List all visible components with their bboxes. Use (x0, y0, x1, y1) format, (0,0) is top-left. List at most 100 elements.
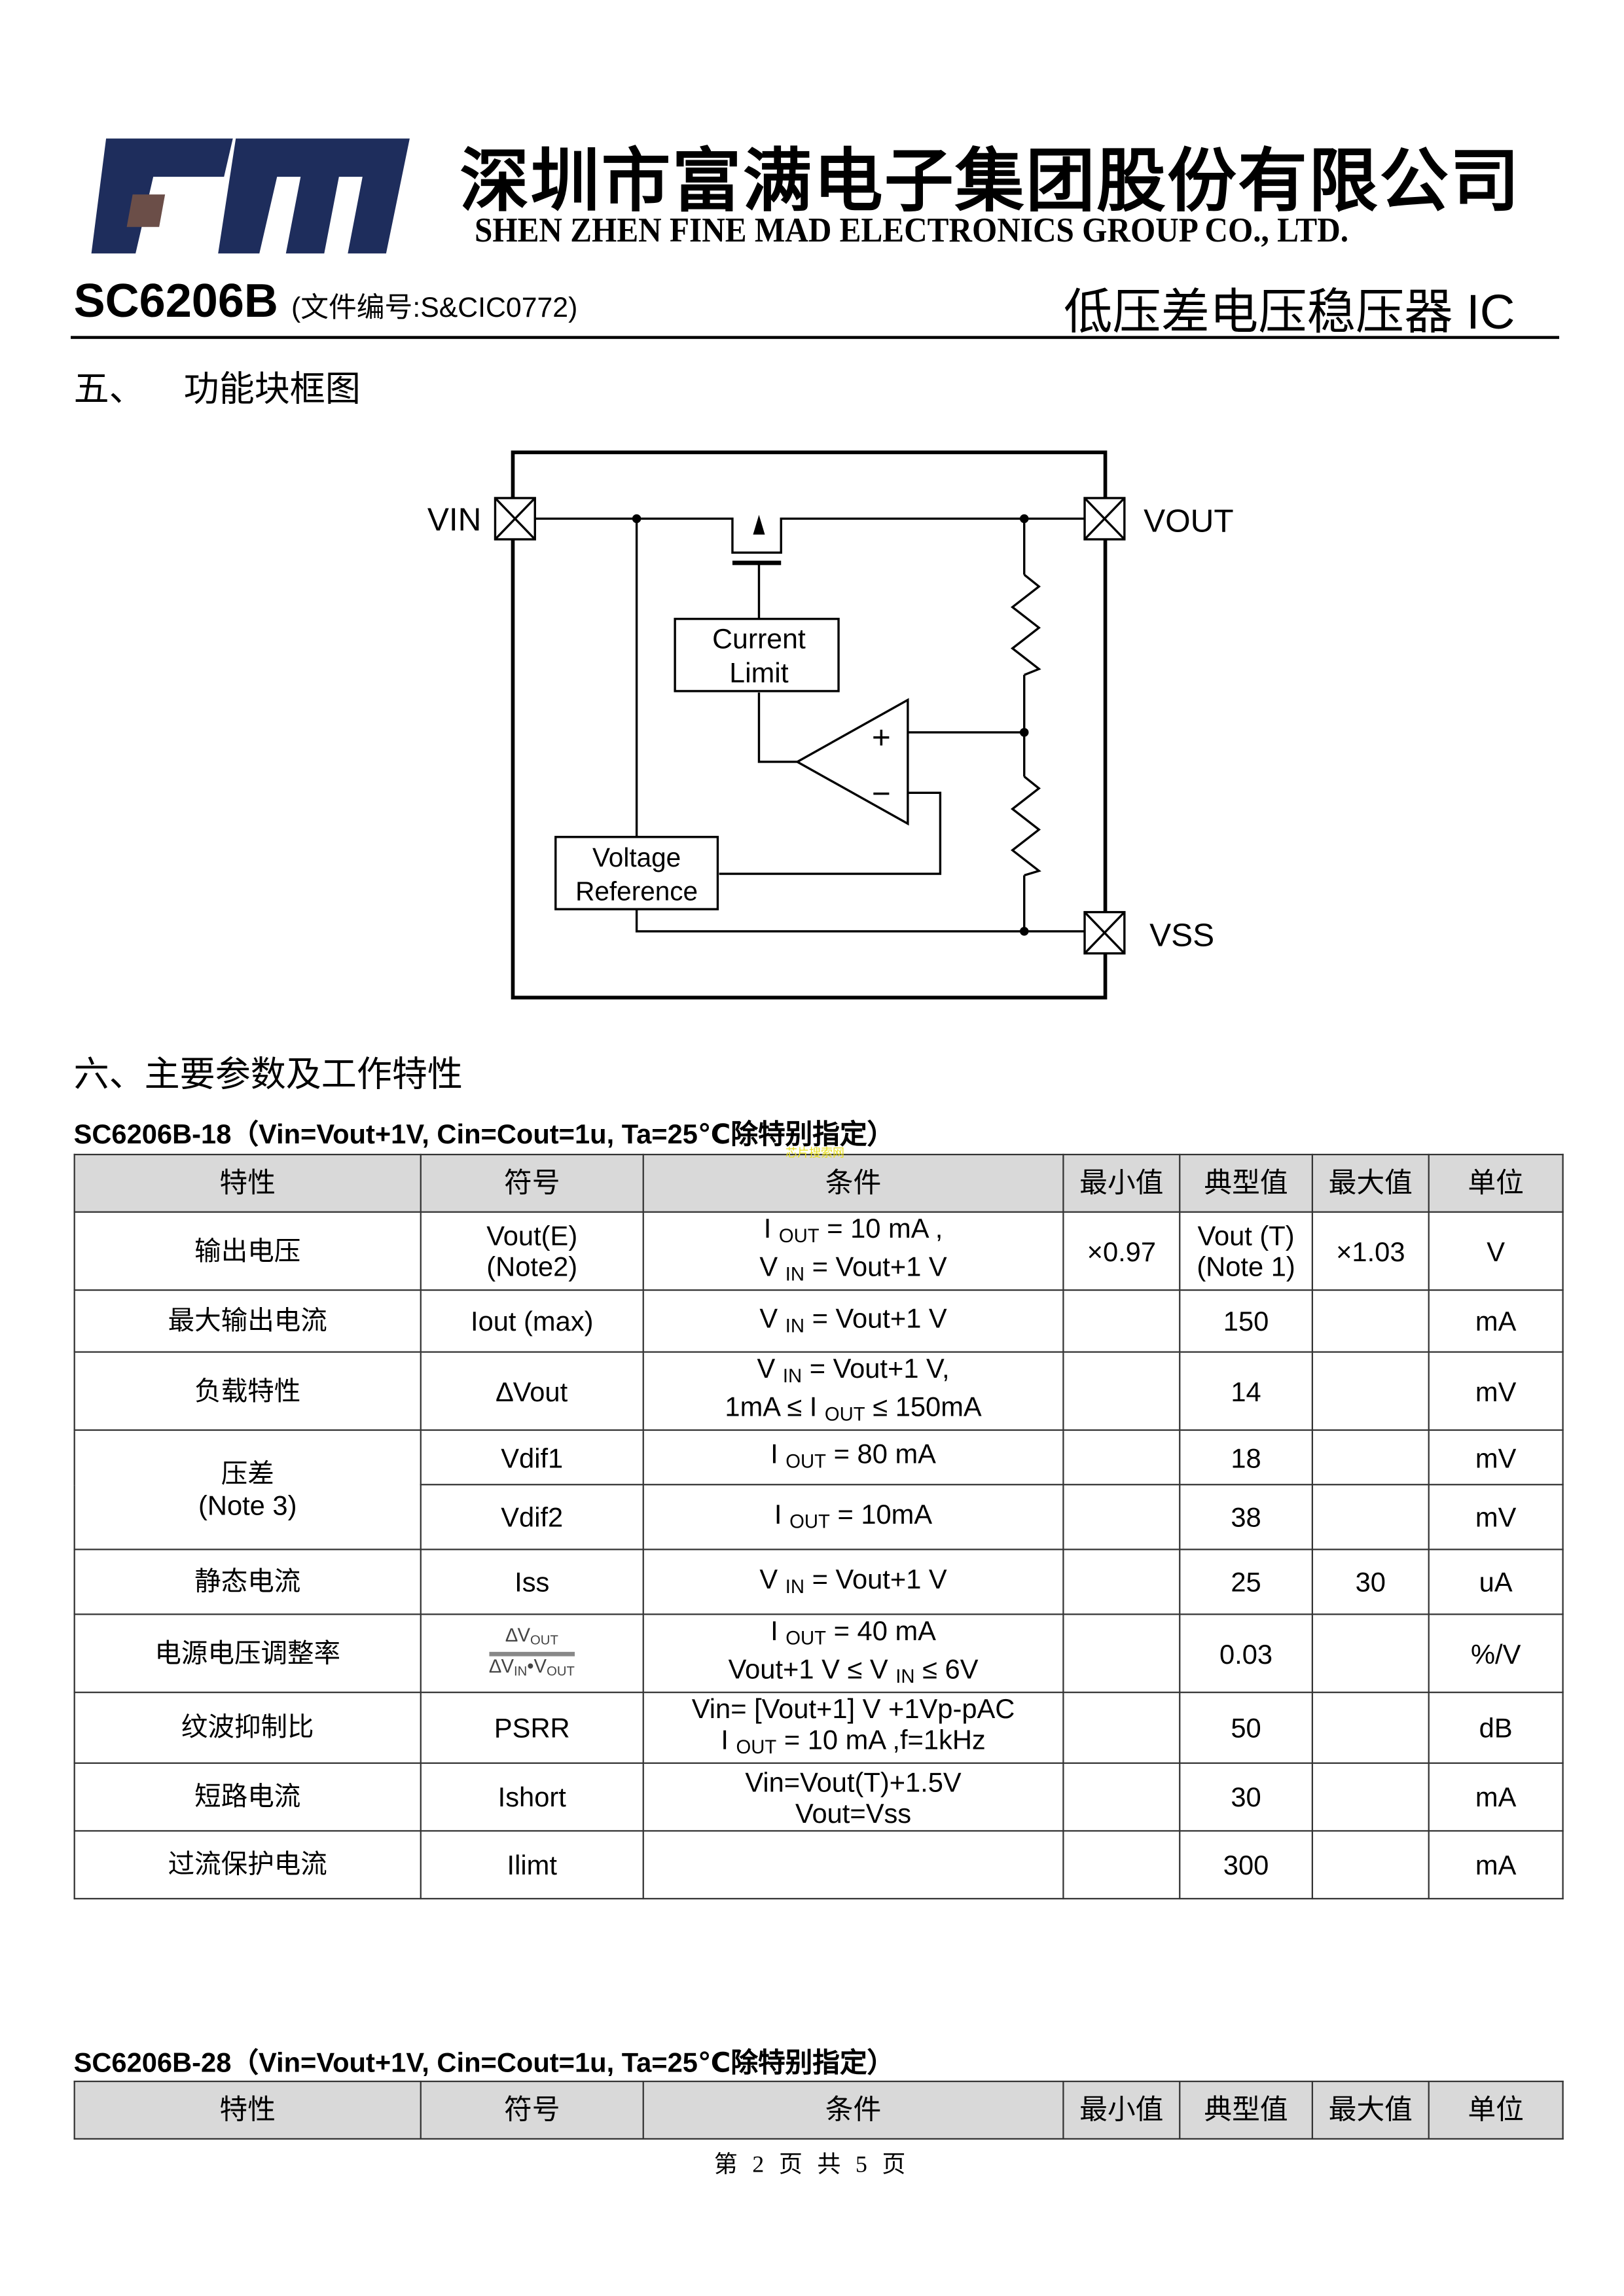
cell-typ: 0.03 (1179, 1613, 1313, 1693)
cell-unit: %/V (1428, 1613, 1564, 1693)
company-logo (91, 138, 410, 254)
cell-typ: 18 (1179, 1429, 1313, 1486)
condition-subscript: IN (785, 1574, 805, 1597)
cell-unit: V (1428, 1211, 1564, 1291)
cell-max (1311, 1762, 1430, 1832)
junction-dots (632, 514, 1029, 936)
cell-max (1311, 1429, 1430, 1486)
pin-vout (1083, 497, 1126, 541)
cell-symbol: Vdif2 (420, 1484, 644, 1551)
condition-text: I (774, 1498, 790, 1529)
header-divider (71, 336, 1559, 339)
condition-text: = 40 mA (826, 1615, 936, 1646)
condition-subscript: OUT (789, 1509, 830, 1532)
condition-subscript: OUT (736, 1736, 777, 1758)
cell-max (1311, 1613, 1430, 1693)
cell-typ: 38 (1179, 1484, 1313, 1551)
cell-min (1062, 1613, 1181, 1693)
condition-text: = 10mA (829, 1498, 933, 1529)
condition-line: Vout+1 V ≤ V IN ≤ 6V (644, 1653, 1062, 1692)
condition-text: V (759, 1302, 785, 1333)
column-header: 符号 (420, 1153, 644, 1213)
cell-min (1062, 1351, 1181, 1431)
typ-line: 0.03 (1219, 1638, 1273, 1669)
cell-symbol: Iout (max) (420, 1289, 644, 1353)
symbol-line: Ilimt (507, 1849, 557, 1880)
pin-vin (494, 497, 536, 541)
condition-text: = Vout+1 V (804, 1251, 947, 1282)
cell-symbol: Vout(E)(Note2) (420, 1211, 644, 1291)
symbol-line: Iout (max) (471, 1305, 594, 1337)
pass-transistor-wire (535, 517, 1085, 554)
typ-line: 150 (1223, 1305, 1269, 1337)
logo-m-shape (218, 138, 410, 254)
characteristic-name: 短路电流 (194, 1781, 301, 1813)
page-footer: 第 2 页 共 5 页 (713, 2153, 911, 2178)
characteristic-name: 纹波抑制比 (181, 1712, 314, 1744)
frac-sub: OUT (547, 1663, 575, 1679)
symbol-line: Iss (514, 1566, 550, 1598)
condition-line: I OUT = 80 mA (644, 1438, 1062, 1477)
characteristic-name: 过流保护电流 (168, 1849, 327, 1880)
condition-text: = Vout+1 V (804, 1302, 947, 1333)
condition-line: I OUT = 10 mA ,f=1kHz (644, 1724, 1062, 1763)
condition-line: Vin=Vout(T)+1.5V (644, 1766, 1062, 1797)
condition-text: I (770, 1438, 786, 1469)
condition-text: Vout=Vss (795, 1797, 912, 1828)
column-header: 典型值 (1179, 2080, 1313, 2140)
symbol-line: Ishort (497, 1781, 566, 1813)
doc-number: (文件编号:S&CIC0772) (291, 293, 578, 325)
symbol-line: Vout(E) (486, 1220, 578, 1251)
cell-unit: mV (1428, 1351, 1564, 1431)
column-header: 典型值 (1179, 1153, 1313, 1213)
cell-characteristic: 输出电压 (73, 1211, 422, 1291)
condition-text: ≤ 150mA (865, 1391, 982, 1422)
condition-text: = 80 mA (826, 1438, 936, 1469)
condition-text: Vin=Vout(T)+1.5V (745, 1766, 962, 1797)
condition-subscript: IN (785, 1314, 805, 1336)
cell-max (1311, 1289, 1430, 1353)
condition-subscript: OUT (785, 1450, 827, 1473)
cell-min: ×0.97 (1062, 1211, 1181, 1291)
symbol-fraction: ∆VOUT∆VIN•VOUT (489, 1625, 575, 1681)
column-header: 符号 (420, 2080, 644, 2140)
typ-line: Vout (T) (1197, 1220, 1295, 1251)
pin-label-vout: VOUT (1144, 503, 1234, 539)
cell-max (1311, 1351, 1430, 1431)
cell-typ: 25 (1179, 1549, 1313, 1615)
typ-line: (Note 1) (1197, 1251, 1295, 1282)
cell-min (1062, 1549, 1181, 1615)
characteristic-name: 输出电压 (194, 1235, 301, 1267)
symbol-line: (Note2) (486, 1251, 578, 1282)
cell-characteristic: 静态电流 (73, 1549, 422, 1615)
symbol-line: PSRR (494, 1712, 570, 1744)
condition-text: I (763, 1212, 779, 1244)
condition-line: I OUT = 10mA (644, 1498, 1062, 1537)
characteristic-name: 静态电流 (194, 1566, 301, 1598)
cell-unit: uA (1428, 1549, 1564, 1615)
model-heading: SC6206B (文件编号:S&CIC0772) (74, 274, 578, 329)
condition-text: V (759, 1251, 785, 1282)
cell-symbol: ∆VOUT∆VIN•VOUT (420, 1613, 644, 1693)
column-header: 特性 (73, 2080, 422, 2140)
characteristic-name: 电源电压调整率 (154, 1638, 341, 1669)
cell-min (1062, 1691, 1181, 1764)
condition-text: = 10 mA ,f=1kHz (776, 1724, 986, 1755)
cell-characteristic: 压差(Note 3) (73, 1429, 422, 1551)
typ-line: 14 (1231, 1375, 1261, 1407)
section6-title: 六、主要参数及工作特性 (73, 1055, 463, 1095)
condition-text: 1mA ≤ I (725, 1391, 825, 1422)
cell-typ: 30 (1179, 1762, 1313, 1832)
cell-min (1062, 1762, 1181, 1832)
current-limit-label2: Limit (729, 657, 788, 689)
cell-characteristic: 电源电压调整率 (73, 1613, 422, 1693)
condition-line: Vout=Vss (644, 1797, 1062, 1828)
cell-typ: 14 (1179, 1351, 1313, 1431)
condition-subscript: OUT (778, 1224, 820, 1247)
cell-max: ×1.03 (1311, 1211, 1430, 1291)
pin-vss (1083, 910, 1126, 955)
